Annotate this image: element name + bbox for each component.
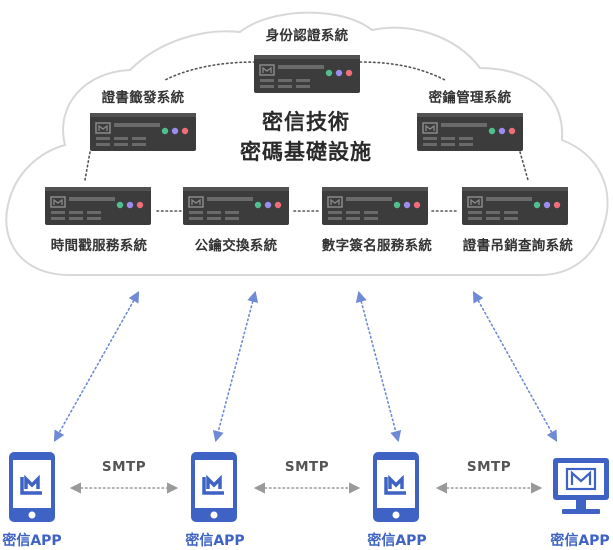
server-label-digital-signature: 數字簽名服務系統 (321, 238, 433, 254)
phone-icon (189, 450, 239, 524)
server-key-management (416, 112, 524, 152)
server-label-cert-revocation: 證書吊銷查詢系統 (462, 238, 574, 254)
server-key-exchange (182, 186, 290, 226)
infrastructure-title-line2: 密碼基礎設施 (240, 140, 372, 164)
smtp-label-3: SMTP (466, 459, 512, 475)
server-cert-revocation (461, 186, 569, 226)
server-label-cert-issuance: 證書籤發系統 (101, 90, 185, 106)
server-digital-signature (321, 186, 429, 226)
app-label-1: 密信APP (2, 533, 62, 549)
monitor-icon (553, 458, 609, 514)
server-label-identity: 身份認證系統 (265, 28, 349, 44)
app-label-4: 密信APP (550, 533, 610, 549)
server-identity (253, 54, 361, 94)
server-timestamp (44, 186, 152, 226)
infrastructure-title: 密信技術 密碼基礎設施 (240, 107, 372, 167)
smtp-label-1: SMTP (101, 459, 147, 475)
app-label-2: 密信APP (185, 533, 245, 549)
phone-icon (7, 450, 57, 524)
link-arrow-2 (212, 290, 259, 443)
app-label-3: 密信APP (367, 533, 427, 549)
server-cert-issuance (89, 112, 197, 152)
link-arrow-1 (53, 291, 140, 442)
link-arrow-4 (472, 291, 558, 442)
cloud-shape (5, 11, 609, 276)
server-label-key-exchange: 公鑰交換系統 (194, 238, 278, 254)
smtp-label-2: SMTP (284, 459, 330, 475)
link-arrow-3 (355, 290, 402, 443)
phone-icon (371, 450, 421, 524)
infrastructure-title-line1: 密信技術 (262, 110, 350, 134)
server-label-timestamp: 時間戳服務系統 (50, 238, 148, 254)
server-label-key-management: 密鑰管理系統 (428, 90, 512, 106)
